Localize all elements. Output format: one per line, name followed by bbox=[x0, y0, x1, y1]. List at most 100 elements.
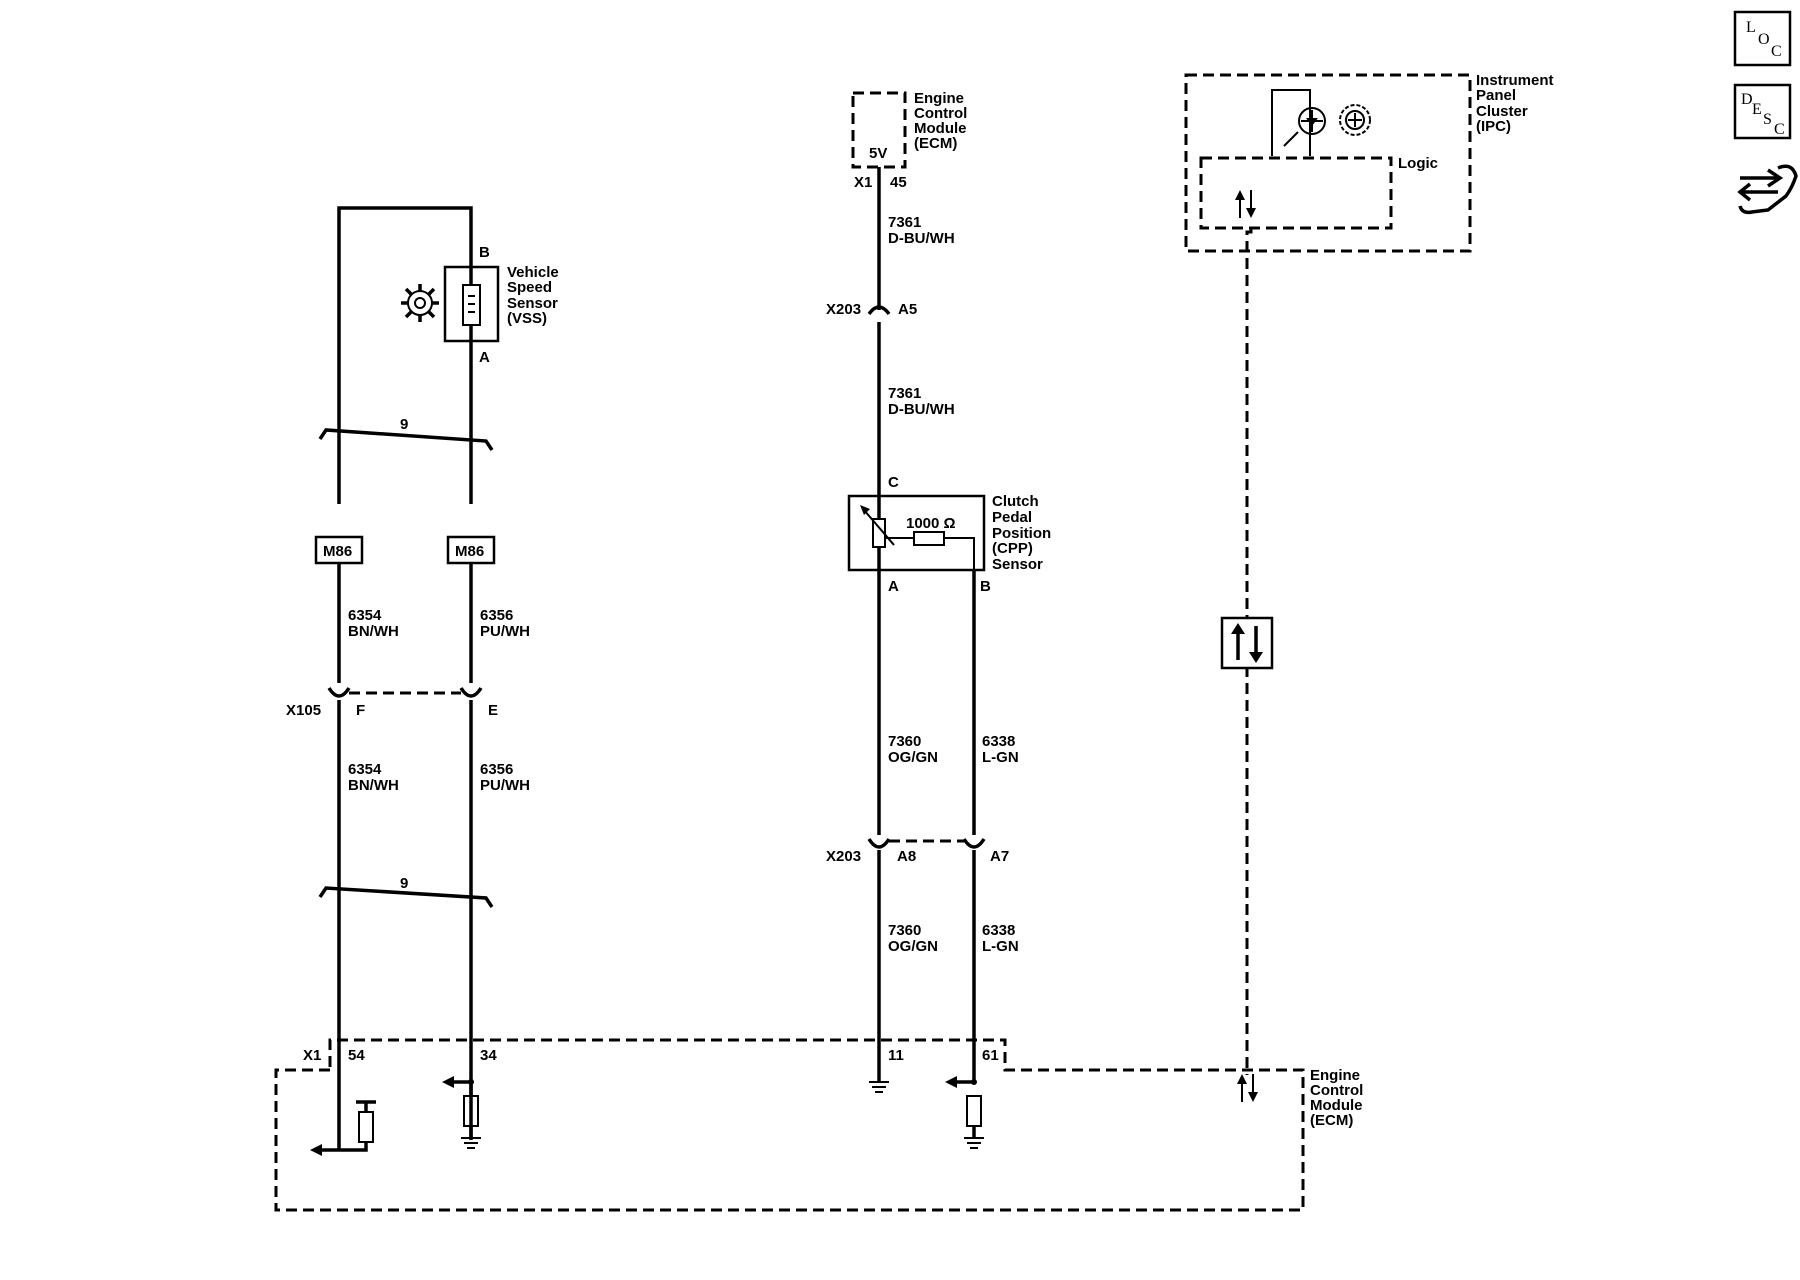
svg-text:Position: Position bbox=[992, 525, 1051, 542]
ecm-bottom-pin-11: 11 bbox=[888, 1047, 904, 1064]
desc-letter-e: E bbox=[1752, 101, 1762, 118]
svg-text:OG/GN: OG/GN bbox=[888, 938, 938, 955]
x203-lower-pin-a8: A8 bbox=[897, 848, 916, 865]
x105-label: X105 bbox=[286, 702, 321, 719]
x203-upper-label: X203 bbox=[826, 301, 861, 318]
x203-lower-connector bbox=[867, 838, 986, 1080]
ecm-top-voltage: 5V bbox=[869, 145, 887, 162]
svg-text:(ECM): (ECM) bbox=[1310, 1112, 1353, 1129]
cpp-wire-b-mid: 6338 L-GN bbox=[982, 733, 1019, 766]
svg-text:D-BU/WH: D-BU/WH bbox=[888, 401, 955, 418]
svg-text:BN/WH: BN/WH bbox=[348, 777, 399, 794]
vss-wire-left-lower: 6354 BN/WH bbox=[348, 761, 399, 794]
svg-text:6354: 6354 bbox=[348, 607, 382, 624]
cpp-wire-upper-1: 7361 D-BU/WH bbox=[888, 214, 955, 247]
ecm-ground-11 bbox=[869, 1075, 889, 1093]
cpp-potentiometer bbox=[860, 496, 975, 570]
ecm-bottom-pin-34: 34 bbox=[480, 1047, 497, 1064]
vss-pin-a: A bbox=[479, 349, 490, 366]
svg-text:Module: Module bbox=[914, 120, 967, 137]
svg-text:7360: 7360 bbox=[888, 922, 921, 939]
ecm-bottom-box bbox=[274, 1038, 1305, 1212]
svg-text:Sensor: Sensor bbox=[992, 556, 1043, 573]
vss-wire-right-lower: 6356 PU/WH bbox=[480, 761, 530, 794]
desc-letter-c: C bbox=[1774, 121, 1785, 138]
svg-text:L-GN: L-GN bbox=[982, 938, 1019, 955]
vss-wire-right-upper: 6356 PU/WH bbox=[480, 607, 530, 640]
svg-text:(ECM): (ECM) bbox=[914, 135, 957, 152]
svg-text:7361: 7361 bbox=[888, 214, 921, 231]
svg-text:BN/WH: BN/WH bbox=[348, 623, 399, 640]
svg-text:Engine: Engine bbox=[914, 90, 964, 107]
svg-text:7360: 7360 bbox=[888, 733, 921, 750]
vss-feed-wire bbox=[337, 206, 473, 504]
svg-text:6356: 6356 bbox=[480, 761, 513, 778]
ecm-input-54 bbox=[310, 1100, 376, 1156]
shield-right-label: M86 bbox=[455, 543, 484, 560]
loc-button[interactable]: L O C bbox=[1733, 10, 1792, 67]
cpp-wire-a-mid: 7360 OG/GN bbox=[888, 733, 938, 766]
x203-lower-pin-a7: A7 bbox=[990, 848, 1009, 865]
engine-service-icon bbox=[1339, 104, 1371, 136]
vss-title: Vehicle Speed Sensor (VSS) bbox=[507, 264, 559, 327]
svg-text:Instrument: Instrument bbox=[1476, 72, 1554, 89]
desc-button[interactable]: D E S C bbox=[1733, 83, 1792, 140]
ipc-title: Instrument Panel Cluster (IPC) bbox=[1476, 72, 1554, 135]
svg-text:Engine: Engine bbox=[1310, 1067, 1360, 1084]
cpp-pin-b: B bbox=[980, 578, 991, 595]
desc-letter-s: S bbox=[1763, 111, 1772, 128]
ecm-serial-data-icon bbox=[1237, 1074, 1258, 1102]
cpp-title: Clutch Pedal Position (CPP) Sensor bbox=[992, 493, 1051, 573]
ipc-box bbox=[1184, 73, 1472, 253]
x105-connector bbox=[327, 687, 483, 1140]
ipc-serial-data-icon bbox=[1235, 190, 1256, 218]
loc-letter-l: L bbox=[1746, 19, 1756, 36]
ecm-top-box bbox=[851, 91, 907, 169]
cpp-wire-upper-2: 7361 D-BU/WH bbox=[888, 385, 955, 418]
cpp-wire-a-low: 7360 OG/GN bbox=[888, 922, 938, 955]
loc-letter-o: O bbox=[1758, 31, 1770, 48]
svg-text:Speed: Speed bbox=[507, 279, 552, 296]
svg-text:Vehicle: Vehicle bbox=[507, 264, 559, 281]
desc-letter-d: D bbox=[1741, 91, 1753, 108]
x105-pin-e: E bbox=[488, 702, 498, 719]
ecm-bottom-connector: X1 bbox=[303, 1047, 321, 1064]
svg-text:Sensor: Sensor bbox=[507, 295, 558, 312]
ecm-top-pin: 45 bbox=[890, 174, 907, 191]
ecm-input-34 bbox=[442, 1076, 481, 1149]
repair-icon[interactable] bbox=[1737, 164, 1798, 215]
svg-text:6356: 6356 bbox=[480, 607, 513, 624]
svg-text:OG/GN: OG/GN bbox=[888, 749, 938, 766]
x105-pin-f: F bbox=[356, 702, 365, 719]
cpp-resistor-label: 1000 Ω bbox=[906, 515, 956, 532]
cpp-pin-a: A bbox=[888, 578, 899, 595]
shield-left-label: M86 bbox=[323, 543, 352, 560]
x203-lower-label: X203 bbox=[826, 848, 861, 865]
svg-text:6338: 6338 bbox=[982, 733, 1015, 750]
ecm-top-title: Engine Control Module (ECM) bbox=[914, 90, 967, 152]
ecm-bottom-pin-54: 54 bbox=[348, 1047, 365, 1064]
ecm-bottom-title: Engine Control Module (ECM) bbox=[1310, 1067, 1363, 1129]
svg-text:PU/WH: PU/WH bbox=[480, 623, 530, 640]
svg-text:Module: Module bbox=[1310, 1097, 1363, 1114]
svg-text:D-BU/WH: D-BU/WH bbox=[888, 230, 955, 247]
svg-text:Pedal: Pedal bbox=[992, 509, 1032, 526]
svg-text:6354: 6354 bbox=[348, 761, 382, 778]
loc-letter-c: C bbox=[1771, 43, 1782, 60]
indicator-lamp-icon bbox=[1271, 89, 1326, 156]
vss-pin-b: B bbox=[479, 244, 490, 261]
cpp-sensor-box bbox=[847, 494, 986, 572]
cpp-wire-b-low: 6338 L-GN bbox=[982, 922, 1019, 955]
twist-count-lower: 9 bbox=[400, 875, 408, 892]
ecm-top-connector: X1 bbox=[854, 174, 872, 191]
x203-upper-connector bbox=[867, 305, 891, 505]
ipc-logic-box bbox=[1199, 156, 1393, 230]
serial-data-symbol bbox=[1220, 616, 1274, 670]
svg-text:Panel: Panel bbox=[1476, 87, 1516, 104]
twist-count-upper: 9 bbox=[400, 416, 408, 433]
svg-text:(VSS): (VSS) bbox=[507, 310, 547, 327]
svg-text:6338: 6338 bbox=[982, 922, 1015, 939]
twisted-pair-lower bbox=[318, 886, 494, 908]
svg-text:(IPC): (IPC) bbox=[1476, 118, 1511, 135]
